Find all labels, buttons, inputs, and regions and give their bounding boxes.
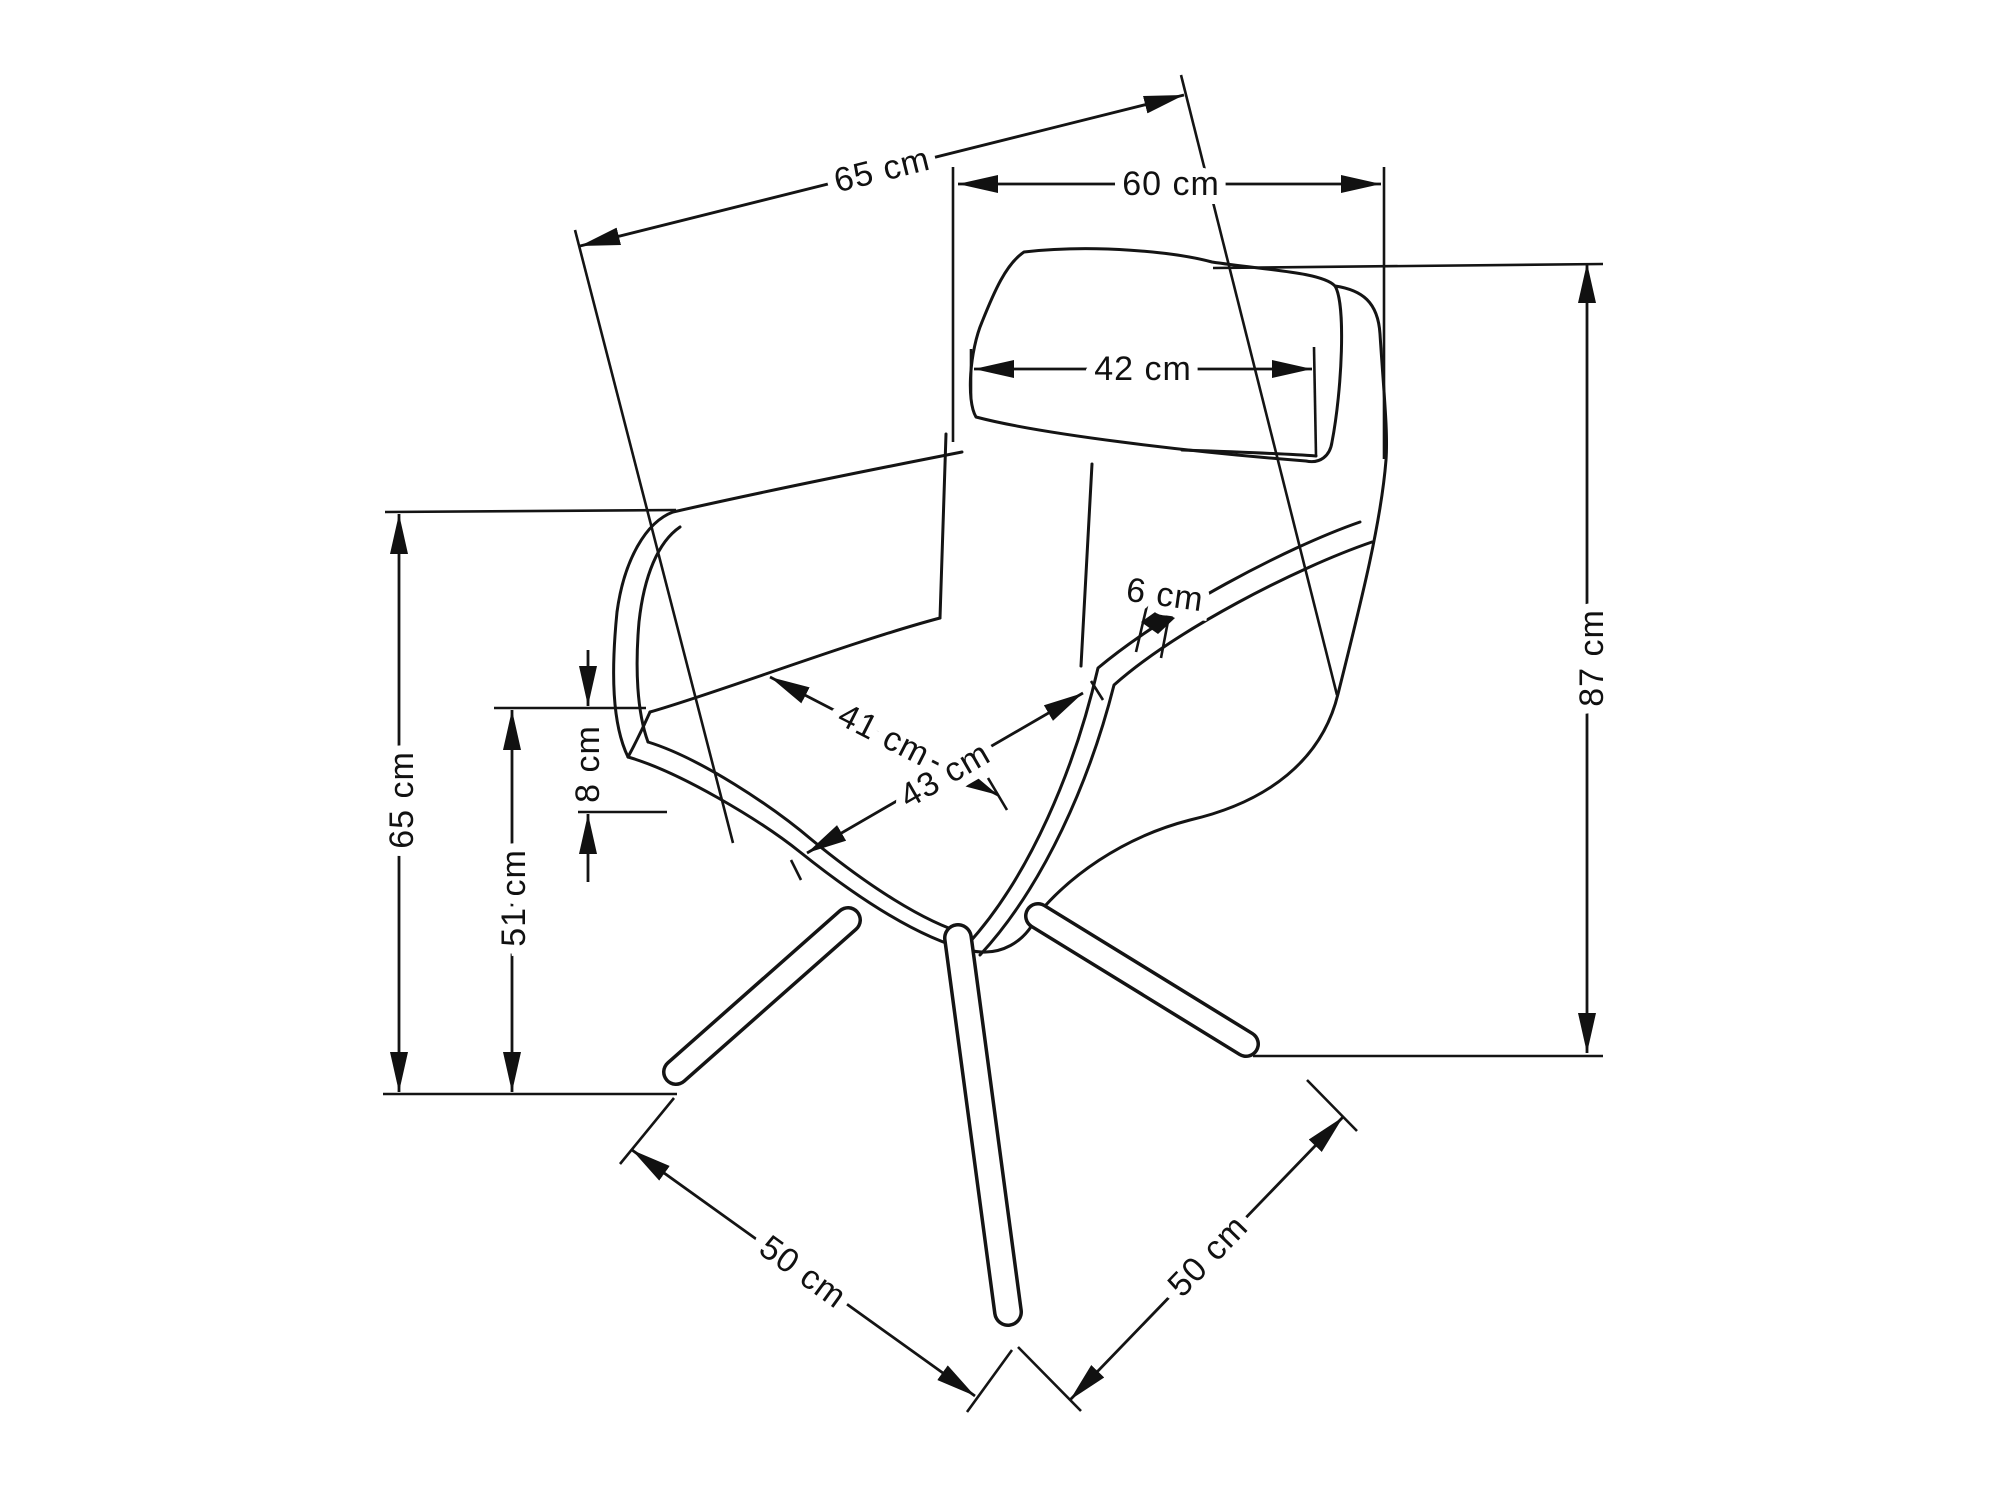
- dim-label-base-left: 50 cm: [752, 1228, 853, 1316]
- dim-label-overall-height: 87 cm: [1573, 609, 1611, 707]
- dim-label-seat-height: 51 cm: [495, 849, 533, 947]
- dim-line-base-right: [1068, 1116, 1345, 1401]
- backrest-seam-right: [1079, 462, 1094, 668]
- chair-legs: [662, 902, 1260, 1327]
- dim-label-armrest-edge: 6 cm: [1124, 571, 1206, 619]
- armrest-right-rim-outer: [966, 520, 1362, 946]
- shell-right-edge: [1036, 284, 1389, 916]
- tick-seat-width-left: [789, 859, 803, 881]
- tick-seat-width-right: [1089, 680, 1105, 701]
- tick-base-right-inner: [1017, 1346, 1082, 1412]
- chair-outline: [612, 247, 1389, 957]
- tick-base-left-outer: [618, 1097, 676, 1165]
- extension-backrest-right: [1312, 346, 1318, 457]
- dim-label-diagonal-depth: 65 cm: [830, 140, 934, 200]
- tick-base-right-outer: [1306, 1079, 1358, 1132]
- backrest-seam-left: [938, 432, 948, 620]
- dimension-lines: [390, 93, 1596, 1401]
- leg-rear-left-fill: [665, 909, 859, 1083]
- extension-armrest-top: [384, 508, 677, 514]
- tick-armrest-edge-left: [1134, 596, 1151, 653]
- wing-left-outer: [612, 510, 675, 759]
- dim-label-seat-depth: 41 cm: [832, 696, 936, 774]
- wing-left-inner: [635, 525, 682, 744]
- dim-line-diagonal-depth: [579, 93, 1185, 248]
- dim-line-seat-width: [806, 691, 1084, 855]
- dim-line-base-left: [631, 1148, 976, 1398]
- extension-diagonal-left: [573, 229, 735, 844]
- leg-rear-right-fill: [1027, 905, 1257, 1055]
- dim-label-cushion-thickness: 8 cm: [569, 725, 607, 803]
- seat-left-seam: [626, 710, 652, 759]
- dim-label-base-right: 50 cm: [1160, 1208, 1255, 1305]
- armrest-right-rim-inner: [978, 540, 1374, 957]
- dim-label-overall-width: 60 cm: [1122, 165, 1220, 203]
- extension-height-top: [1212, 262, 1604, 270]
- dim-label-armrest-height: 65 cm: [383, 751, 421, 849]
- tick-base-left-inner: [965, 1349, 1014, 1413]
- seat-back-seam: [648, 616, 942, 714]
- leg-front-fill: [946, 926, 1020, 1324]
- wing-left-top: [671, 450, 964, 514]
- dim-arrow-armrest-edge-right: [1158, 610, 1175, 634]
- dim-arrow-armrest-edge-left: [1141, 610, 1158, 634]
- wing-right-top: [1180, 448, 1318, 458]
- tick-armrest-edge-right: [1159, 599, 1174, 659]
- seat-front-rim-outer: [626, 755, 1040, 954]
- dim-label-backrest-width: 42 cm: [1094, 350, 1192, 388]
- backrest-cushion: [968, 247, 1344, 464]
